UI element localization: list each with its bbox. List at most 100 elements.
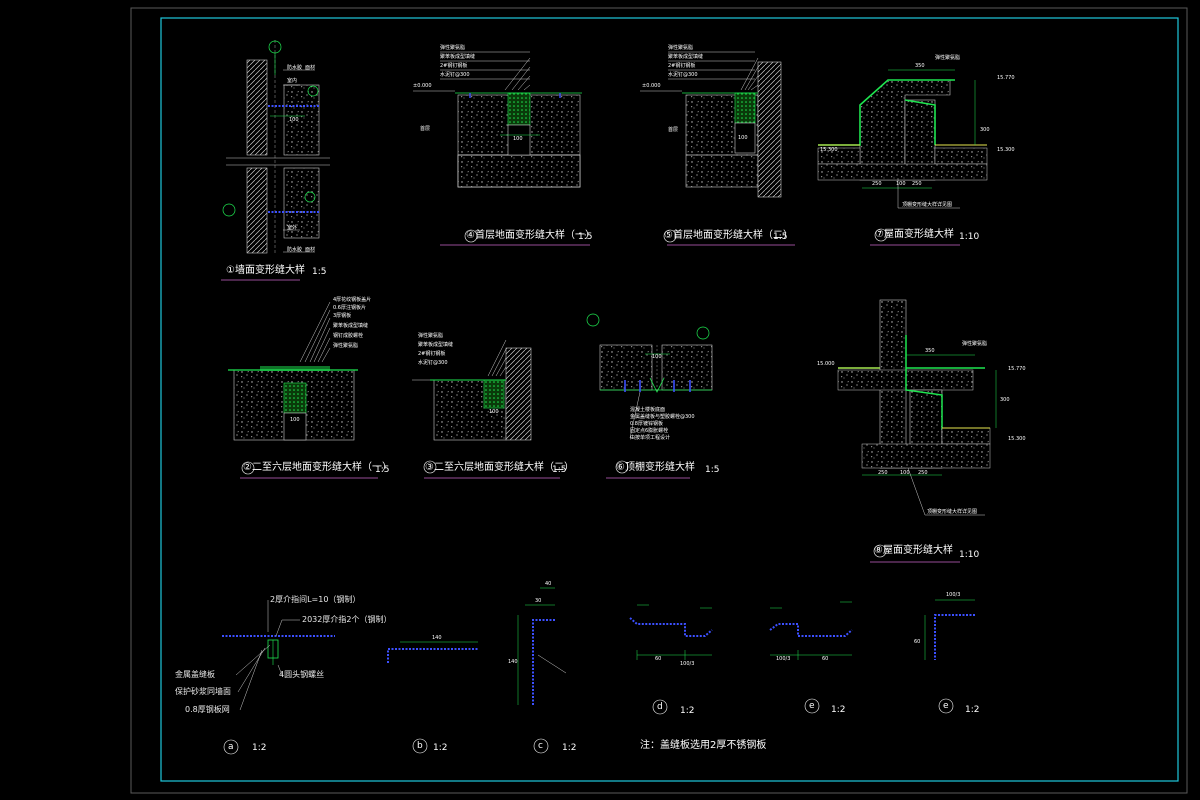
detail-2-upper-joint-1	[228, 301, 378, 479]
d6-note-5: 由按单项工程设计	[630, 435, 671, 441]
d8-dim-mid: 100	[900, 470, 910, 476]
d2-note-1: 4厚花纹钢板盖片	[333, 297, 372, 303]
d1-note-finish-top: 面材	[305, 65, 316, 71]
sub-e2-label: e	[943, 701, 949, 711]
sub-detail-c	[517, 587, 567, 754]
detail-5-scale: 1:5	[773, 232, 788, 242]
a-note-1: 2厚介指间L=10（钢制）	[270, 595, 361, 604]
d3-note-3: 2#钢钉钢板	[418, 351, 446, 357]
e2-dim-top: 100/3	[946, 592, 961, 598]
d3-note-2: 聚苯板成型填缝	[418, 342, 454, 348]
d5-note-1: 弹性聚氨脂	[668, 45, 694, 51]
detail-6-ceiling-joint	[586, 313, 713, 479]
inner-frame	[160, 17, 1179, 782]
detail-3-title: ③二至六层地面变形缝大样（二）	[425, 462, 574, 473]
d2-note-3: 3厚钢板	[333, 313, 352, 319]
d7-elev-left: 15.300	[820, 147, 838, 153]
detail-8-title: ⑧屋面变形缝大样	[874, 545, 953, 556]
detail-1-title: ①墙面变形缝大样	[226, 265, 305, 276]
d7-dim-mid: 100	[896, 181, 906, 187]
detail-2-scale: 1:5	[375, 465, 390, 475]
d5-note-2: 聚苯板成型填缝	[668, 54, 704, 60]
general-note: 注：盖缝板选用2厚不锈钢板	[640, 740, 767, 751]
d5-note-4: 水泥钉@300	[668, 72, 698, 78]
d4-note-3: 2#钢钉钢板	[440, 63, 468, 69]
sub-detail-e-1	[769, 601, 853, 714]
d7-dim-height: 300	[980, 127, 990, 133]
d8-dim-height: 300	[1000, 397, 1010, 403]
d1-note-sealant-bottom: 防水胶	[287, 247, 303, 253]
sub-a-label: a	[228, 742, 234, 752]
detail-7-scale: 1:10	[959, 232, 980, 242]
sub-e1-scale: 1:2	[831, 705, 846, 715]
detail-5-ground-joint-2	[640, 51, 795, 246]
d5-elev: ±0.000	[642, 83, 661, 89]
d4-note-2: 聚苯板成型填缝	[440, 54, 476, 60]
sub-b-scale: 1:2	[433, 743, 448, 753]
d5-dim-100: 100	[738, 135, 748, 141]
d6-dim-100: 100	[652, 354, 662, 360]
sub-c-label: c	[538, 741, 543, 751]
detail-4-ground-joint-1	[413, 51, 590, 246]
d7-dim-top: 350	[915, 63, 925, 69]
d-dim-60: 60	[655, 656, 662, 662]
detail-1-wall-joint	[221, 40, 330, 281]
d7-dim-right: 250	[912, 181, 922, 187]
d1-note-finish-bottom: 面材	[305, 247, 316, 253]
outer-frame	[130, 7, 1188, 794]
d8-elev-bottom: 15.300	[1008, 436, 1026, 442]
e1-dim-60: 60	[822, 656, 829, 662]
sub-d-label: d	[657, 702, 663, 712]
c-dim-140: 140	[508, 659, 518, 665]
d6-note-3: 0.8厚镀锌钢板	[630, 421, 663, 427]
d1-dim-100: 100	[289, 117, 299, 123]
a-note-2: 2032厚介指2个（钢制）	[302, 615, 392, 624]
detail-4-scale: 1:5	[578, 232, 593, 242]
d3-note-4: 水泥钉@300	[418, 360, 448, 366]
d4-note-4: 水泥钉@300	[440, 72, 470, 78]
d8-elev-left: 15.000	[817, 361, 835, 367]
detail-8-roof-joint	[837, 299, 997, 563]
d-dim-100: 100/3	[680, 661, 695, 667]
detail-5-title: ⑤首层地面变形缝大样（二）	[664, 230, 793, 241]
d1-note-sealant-top: 防水胶	[287, 65, 303, 71]
d6-note-2: 金属盖缝板与塑胶螺栓@300	[630, 414, 695, 420]
d3-note-1: 弹性聚氨脂	[418, 333, 444, 339]
d2-note-6: 弹性聚氨脂	[333, 343, 359, 349]
c-dim-40: 40	[545, 581, 552, 587]
detail-6-scale: 1:5	[705, 465, 720, 475]
d8-dim-left: 250	[878, 470, 888, 476]
d8-note-sealant: 弹性聚氨脂	[962, 341, 988, 347]
detail-2-title: ②二至六层地面变形缝大样（一）	[243, 462, 392, 473]
e1-dim-100: 100/3	[776, 656, 791, 662]
d8-dim-top: 350	[925, 348, 935, 354]
detail-4-title: ④首层地面变形缝大样（一）	[466, 230, 595, 241]
d5-note-ground: 首层	[668, 127, 679, 133]
d2-note-4: 聚苯板成型填缝	[333, 323, 369, 329]
sub-detail-e-2	[924, 599, 975, 714]
detail-1-scale: 1:5	[312, 267, 327, 277]
sub-a-scale: 1:2	[252, 743, 267, 753]
a-note-5: 0.8厚钢板网	[185, 705, 230, 714]
detail-7-title: ⑦屋面变形缝大样	[875, 229, 954, 240]
sub-detail-b	[387, 641, 478, 754]
b-dim-140: 140	[432, 635, 442, 641]
a-note-4: 保护砂浆同墙面	[175, 687, 231, 696]
d5-note-3: 2#钢钉钢板	[668, 63, 696, 69]
e2-dim-60: 60	[914, 639, 921, 645]
d7-dim-left: 250	[872, 181, 882, 187]
d8-dim-right: 250	[918, 470, 928, 476]
detail-6-title: ⑥顶棚变形缝大样	[616, 462, 695, 473]
d7-elev-top: 15.770	[997, 75, 1015, 81]
d8-elev-right: 15.770	[1008, 366, 1026, 372]
detail-8-scale: 1:10	[959, 550, 980, 560]
d4-note-ground: 首层	[420, 126, 431, 132]
d2-note-5: 钢钉成胶螺栓	[333, 333, 364, 339]
a-note-6: 4圆头钢螺丝	[279, 670, 325, 679]
sub-c-scale: 1:2	[562, 743, 577, 753]
c-dim-30: 30	[535, 598, 542, 604]
d2-note-2: 0.6厚注钢板片	[333, 305, 366, 311]
d4-dim-100: 100	[513, 136, 523, 142]
